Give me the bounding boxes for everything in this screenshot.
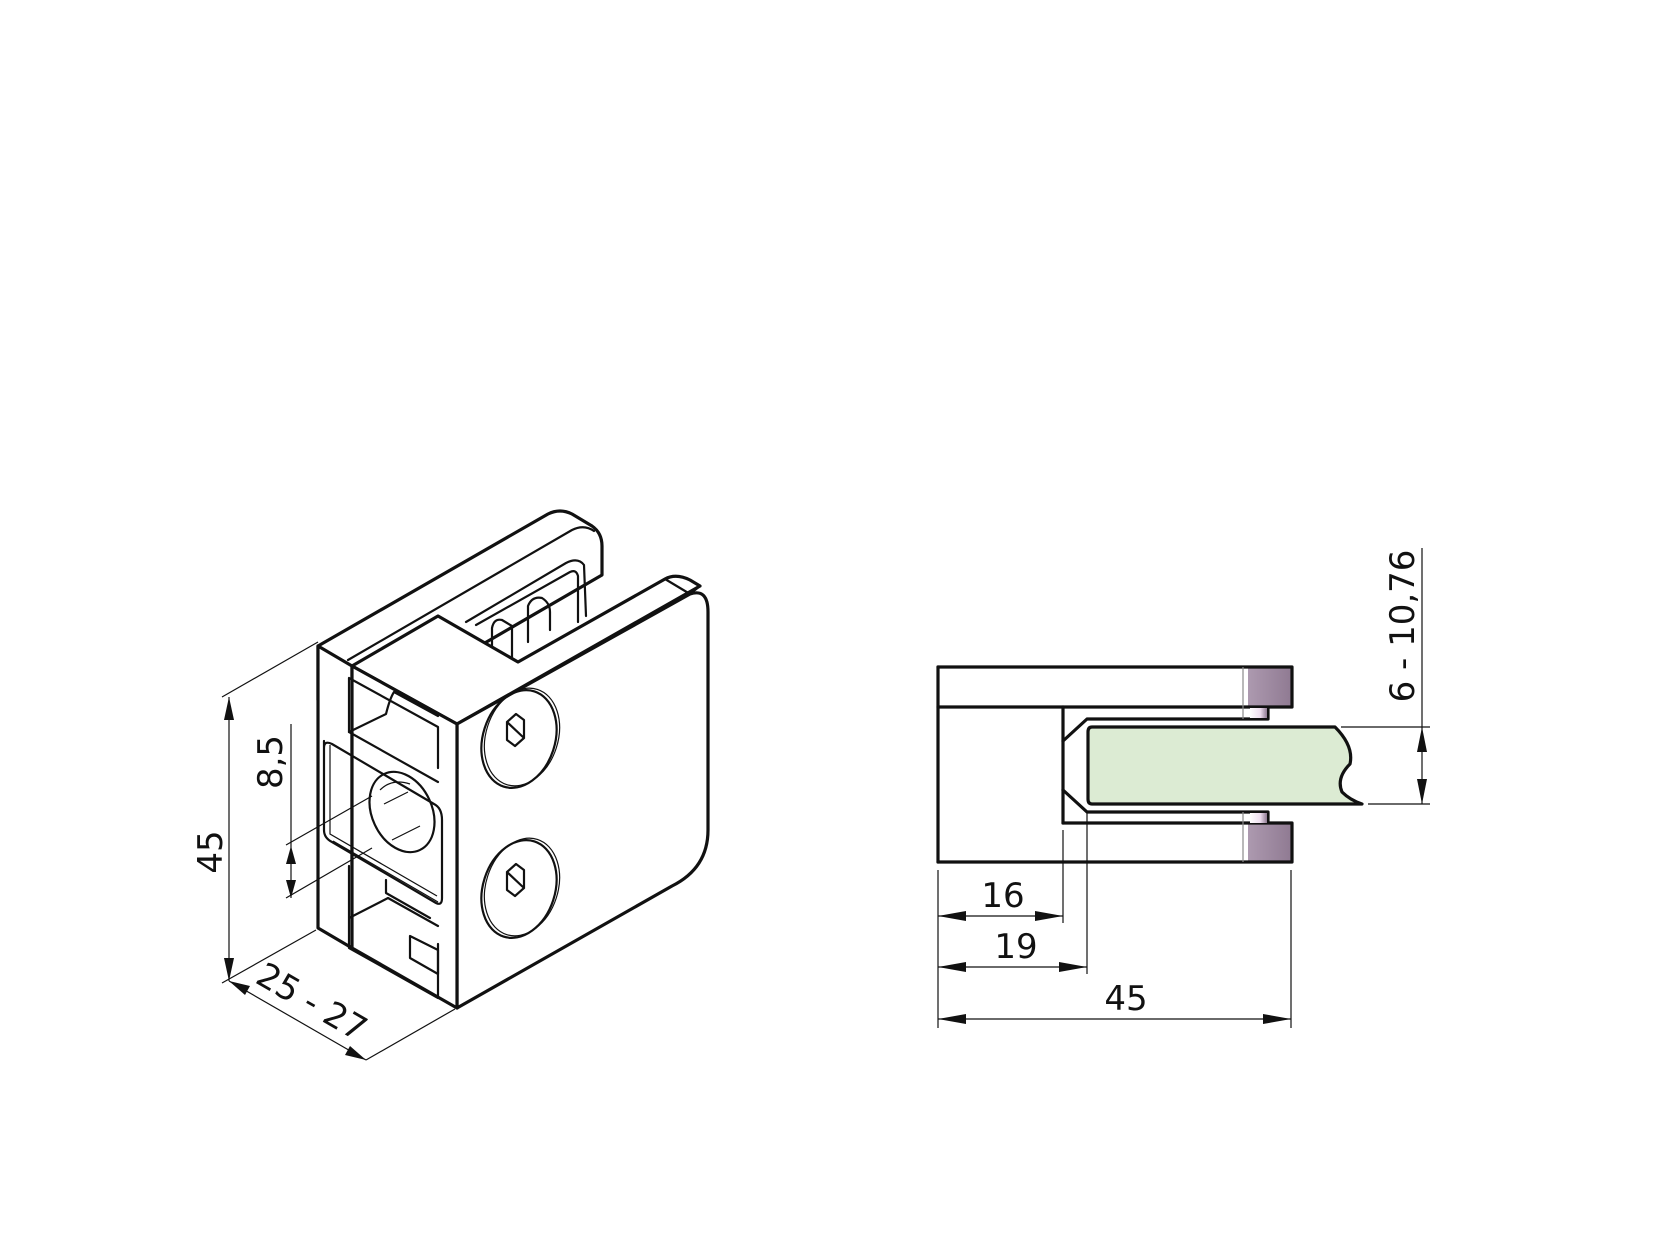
dimension-body-depth: 16 bbox=[938, 876, 1063, 921]
upper-pocket bbox=[347, 676, 440, 770]
slot-plate-edge bbox=[329, 745, 439, 903]
lower-tab bbox=[384, 878, 440, 976]
rear-lip-inner bbox=[346, 526, 596, 662]
right-face bbox=[455, 591, 710, 1010]
dim-overall-length-label: 45 bbox=[1104, 979, 1147, 1019]
slot-plate bbox=[322, 739, 444, 905]
screw-lower bbox=[480, 837, 561, 939]
top-face bbox=[350, 574, 702, 726]
dim-height-label: 45 bbox=[191, 830, 231, 873]
isometric-view: 45 8,5 25 - 27 bbox=[191, 509, 710, 1061]
dim-glass-insertion-label: 19 bbox=[994, 927, 1037, 967]
clamp-body bbox=[936, 665, 1065, 864]
adjust-hole bbox=[368, 770, 436, 854]
rear-slot-rib-1 bbox=[490, 618, 514, 664]
dim-slot-offset-label: 8,5 bbox=[251, 735, 291, 789]
dim-body-depth-label: 16 bbox=[981, 876, 1024, 916]
dimension-height: 45 bbox=[191, 641, 319, 984]
rear-slot-rib-2 bbox=[526, 596, 552, 644]
dimension-glass-thickness: 6 - 10,76 bbox=[1341, 548, 1430, 805]
upper-pocket-floor bbox=[347, 730, 440, 784]
dim-depth-label: 25 - 27 bbox=[249, 955, 373, 1050]
rear-channel-inner bbox=[474, 570, 580, 627]
dimension-glass-insertion: 19 bbox=[938, 927, 1087, 972]
screw-upper bbox=[480, 687, 561, 789]
rear-channel bbox=[464, 559, 588, 624]
glass-panel bbox=[1086, 725, 1364, 806]
adjust-hole-inner bbox=[379, 781, 421, 841]
dimension-slot-offset: 8,5 bbox=[251, 724, 373, 899]
hex-socket-icon bbox=[505, 712, 526, 748]
hex-socket-icon bbox=[505, 862, 526, 898]
dimension-overall-length: 45 bbox=[938, 979, 1291, 1024]
side-view: 16 19 45 6 - 10,76 bbox=[936, 548, 1430, 1028]
dim-glass-thickness-label: 6 - 10,76 bbox=[1383, 550, 1423, 703]
